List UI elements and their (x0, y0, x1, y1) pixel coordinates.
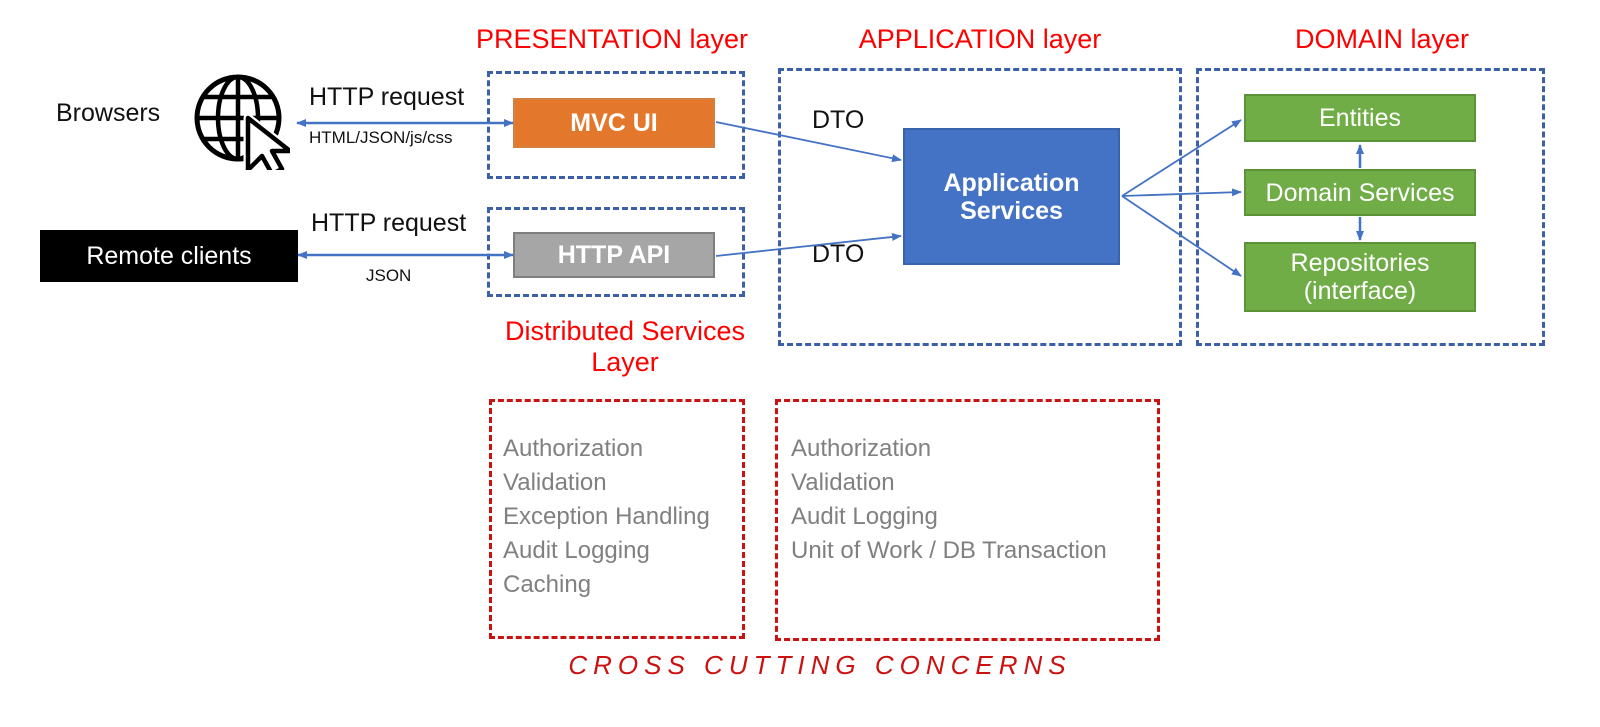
application-layer-title: APPLICATION layer (858, 24, 1102, 54)
dto-bottom-label: DTO (812, 240, 865, 268)
http-api-box[interactable]: HTTP API (513, 232, 715, 278)
repositories-box[interactable]: Repositories (interface) (1244, 242, 1476, 312)
remote-http-request-label: HTTP request (311, 209, 467, 237)
domain-services-box[interactable]: Domain Services (1244, 169, 1476, 216)
browser-response-label: HTML/JSON/js/css (309, 128, 453, 147)
entities-box[interactable]: Entities (1244, 94, 1476, 142)
distributed-services-concerns-list: Authorization Validation Exception Handl… (503, 435, 710, 599)
application-services-box[interactable]: Application Services (903, 128, 1120, 265)
mvc-ui-box[interactable]: MVC UI (513, 98, 715, 148)
browser-http-request-label: HTTP request (309, 83, 465, 111)
cross-cutting-concerns-caption: CROSS CUTTING CONCERNS (568, 650, 1072, 680)
application-concerns-list: Authorization Validation Audit Logging U… (791, 435, 1107, 565)
browsers-label: Browsers (56, 99, 161, 127)
remote-clients-box: Remote clients (40, 230, 298, 282)
dto-top-label: DTO (812, 106, 865, 134)
distributed-services-layer-title: Distributed Services Layer (504, 316, 746, 378)
application-concerns-container (775, 399, 1160, 641)
remote-response-label: JSON (366, 266, 412, 285)
globe-cursor-icon (190, 70, 290, 170)
distributed-services-concerns-container (489, 399, 745, 639)
presentation-layer-title: PRESENTATION layer (475, 24, 749, 54)
domain-layer-title: DOMAIN layer (1294, 24, 1470, 54)
